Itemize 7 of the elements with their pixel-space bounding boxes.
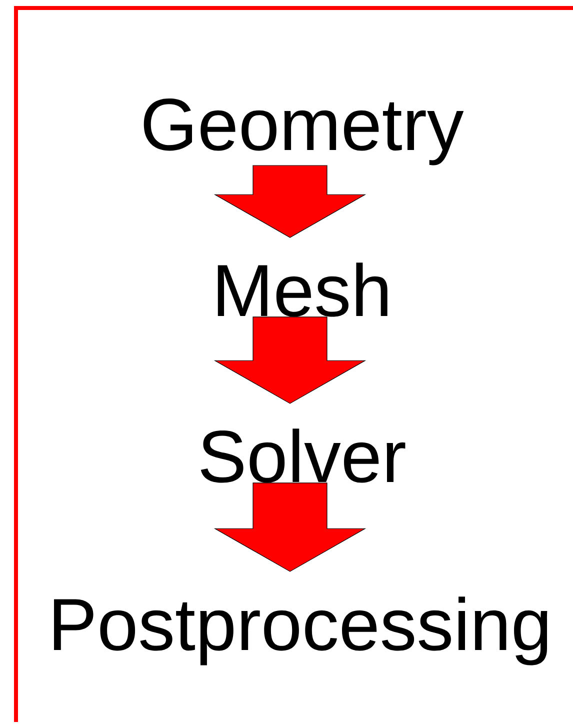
block-arrow — [214, 165, 366, 238]
step-label: Geometry — [144, 98, 464, 166]
step-label: Solver — [200, 428, 406, 483]
block-arrow — [214, 316, 366, 404]
step-label: Postprocessing — [54, 596, 548, 666]
block-arrow — [214, 482, 366, 572]
step-label: Mesh — [218, 262, 388, 317]
